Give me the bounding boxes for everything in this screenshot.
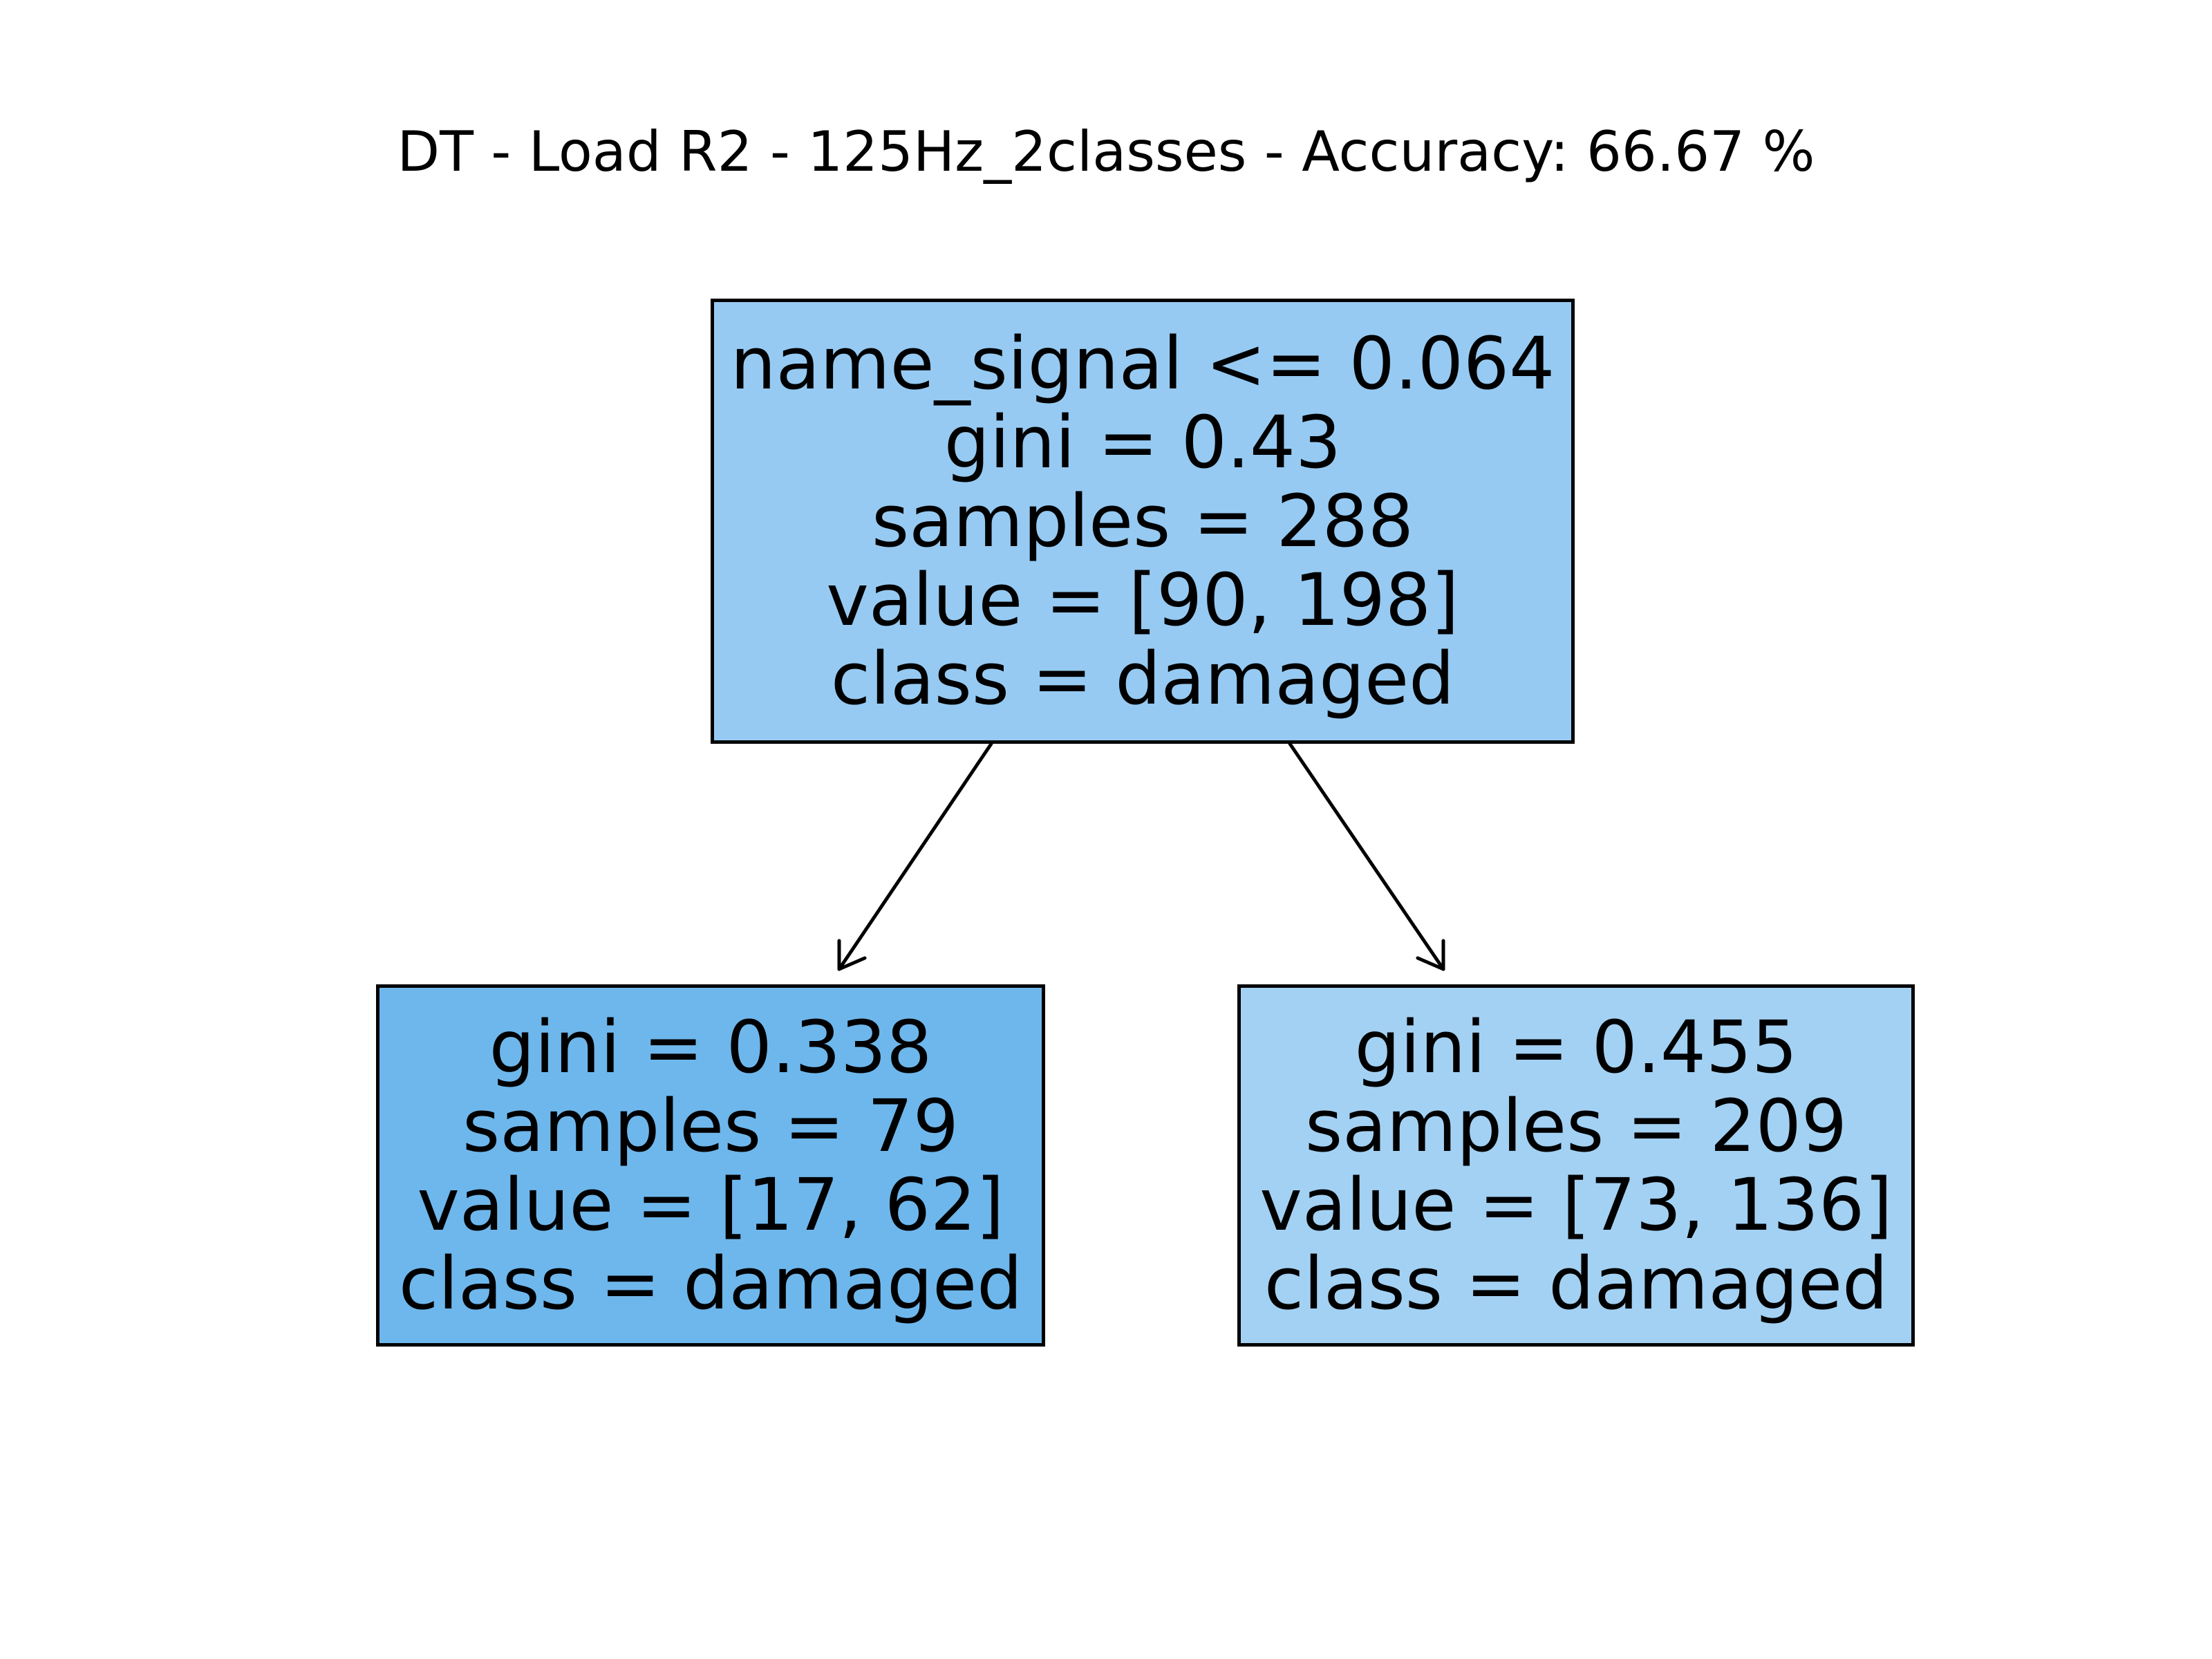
tree-node-right-leaf: gini = 0.455 samples = 209 value = [73, … bbox=[1237, 984, 1915, 1347]
edge-root-right bbox=[1288, 742, 1445, 971]
node-class: class = damaged bbox=[398, 1241, 1023, 1326]
node-value: value = [73, 136] bbox=[1259, 1163, 1893, 1247]
node-value: value = [17, 62] bbox=[417, 1163, 1004, 1247]
node-gini: gini = 0.43 bbox=[944, 400, 1342, 485]
node-gini: gini = 0.455 bbox=[1354, 1005, 1798, 1089]
node-samples: samples = 209 bbox=[1304, 1084, 1848, 1168]
node-class: class = damaged bbox=[830, 637, 1455, 721]
node-class: class = damaged bbox=[1264, 1241, 1888, 1326]
node-value: value = [90, 198] bbox=[826, 558, 1459, 642]
diagram-title: DT - Load R2 - 125Hz_2classes - Accuracy… bbox=[397, 120, 1815, 184]
edge-root-left bbox=[837, 742, 993, 971]
node-split-condition: name_signal <= 0.064 bbox=[730, 321, 1555, 406]
node-gini: gini = 0.338 bbox=[489, 1005, 932, 1089]
tree-node-left-leaf: gini = 0.338 samples = 79 value = [17, 6… bbox=[376, 984, 1045, 1347]
node-samples: samples = 79 bbox=[462, 1084, 959, 1168]
node-samples: samples = 288 bbox=[871, 479, 1414, 563]
tree-node-root: name_signal <= 0.064 gini = 0.43 samples… bbox=[711, 299, 1575, 744]
